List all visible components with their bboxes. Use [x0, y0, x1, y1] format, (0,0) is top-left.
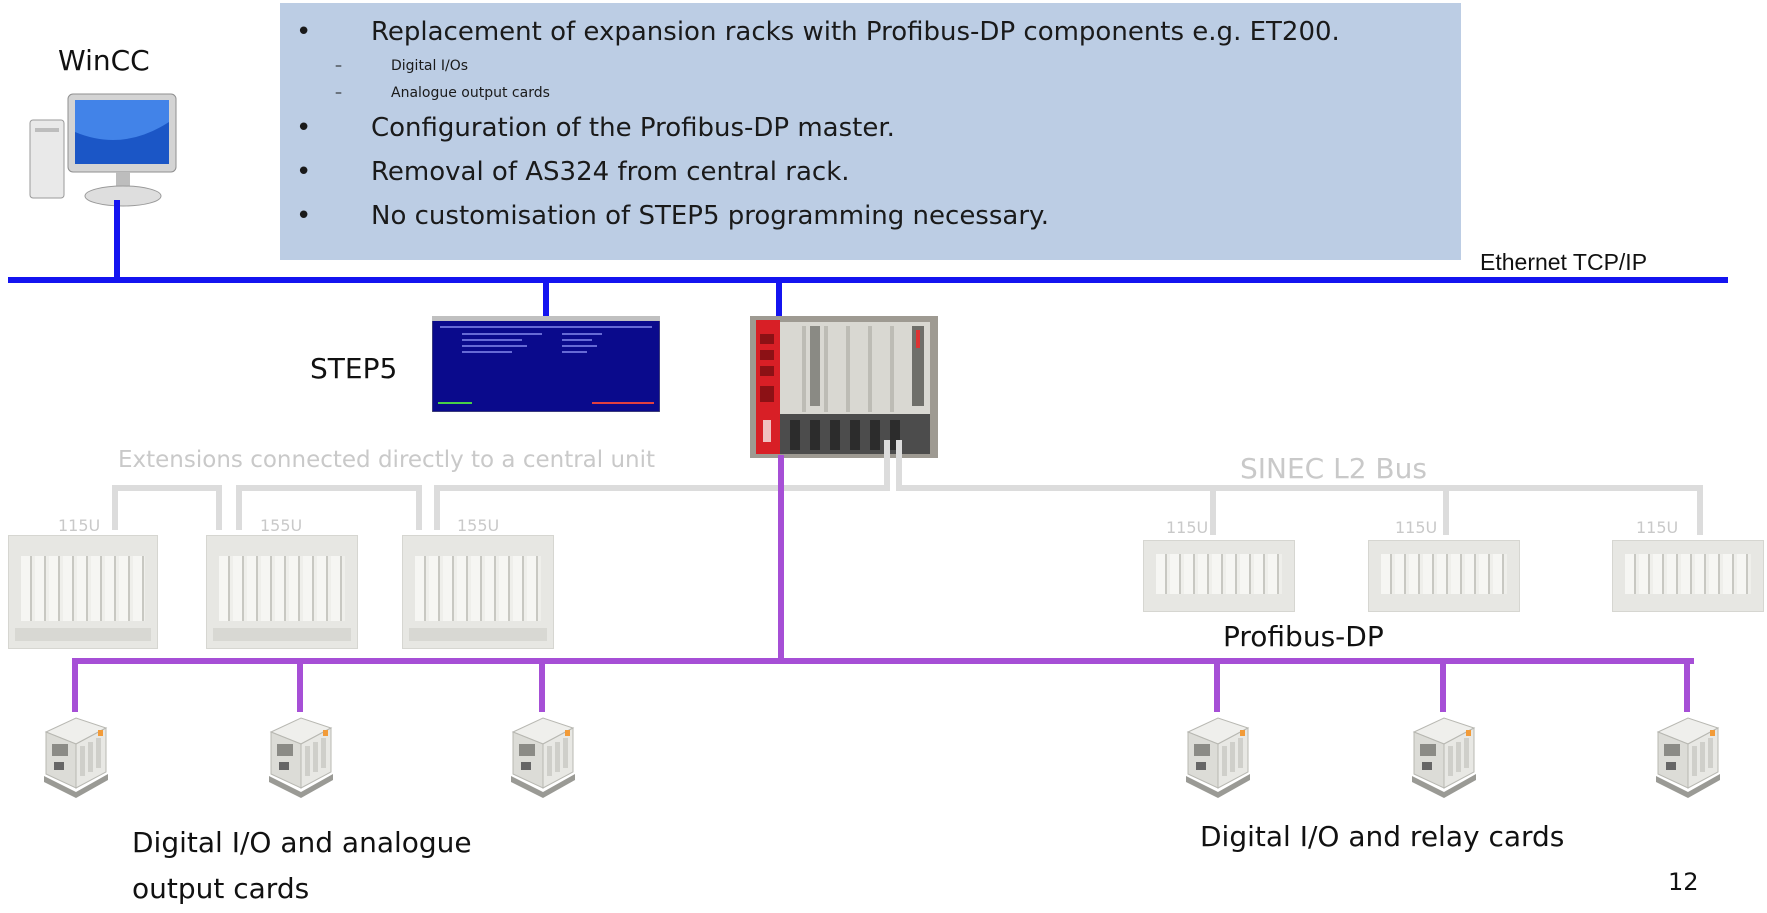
step5-label: STEP5 [310, 352, 398, 385]
wincc-label: WinCC [58, 44, 150, 77]
rack-photo-155u [206, 535, 358, 649]
computer-monitor-icon [28, 92, 178, 210]
profibus-drop [539, 660, 545, 712]
sinec-drop-central [896, 440, 902, 490]
sub-bullet-text: Analogue output cards [391, 85, 550, 101]
extension-link-line [434, 485, 890, 491]
sinec-bus-label: SINEC L2 Bus [1240, 452, 1427, 485]
bullet-glyph: • [296, 157, 312, 187]
io-module-icon [268, 717, 334, 799]
ethernet-drop-wincc [114, 200, 120, 280]
sub-bullet-text: Digital I/Os [391, 58, 469, 74]
io-module-icon [1411, 717, 1477, 799]
ethernet-bus-line [8, 277, 1728, 283]
io-module-icon [510, 717, 576, 799]
bullet-text: Configuration of the Profibus-DP master. [371, 113, 895, 143]
central-rack-photo [750, 316, 938, 458]
ethernet-bus-label: Ethernet TCP/IP [1480, 249, 1648, 275]
extension-link-line [884, 440, 890, 490]
extension-link-line [216, 485, 222, 530]
ethernet-drop-step5 [543, 280, 549, 318]
bullet-text: Removal of AS324 from central rack. [371, 157, 850, 187]
sinec-bus-line [896, 485, 1702, 491]
bullet-glyph: • [296, 113, 312, 143]
sinec-drop [1697, 485, 1703, 535]
extension-link-line [112, 485, 118, 530]
profibus-label: Profibus-DP [1223, 620, 1384, 653]
rack-photo-155u [402, 535, 554, 649]
rack-label: 155U [457, 516, 500, 535]
profibus-bus-line [72, 658, 1694, 664]
bullet-glyph: • [296, 201, 312, 231]
extension-link-line [416, 485, 422, 530]
io-module-icon [1185, 717, 1251, 799]
profibus-drop [1214, 660, 1220, 712]
profibus-drop [297, 660, 303, 712]
dash-glyph: – [335, 85, 342, 101]
rack-photo-115u [1143, 540, 1295, 612]
extensions-caption: Extensions connected directly to a centr… [118, 447, 656, 473]
bullet-text: Replacement of expansion racks with Prof… [371, 17, 1340, 47]
rack-label: 115U [1395, 518, 1438, 537]
rack-label: 155U [260, 516, 303, 535]
extension-link-line [236, 485, 242, 530]
page-number: 12 [1668, 868, 1699, 896]
profibus-drop [1684, 660, 1690, 712]
profibus-drop-central [778, 455, 784, 663]
sinec-drop [1443, 485, 1449, 535]
io-module-icon [1655, 717, 1721, 799]
bullet-text: No customisation of STEP5 programming ne… [371, 201, 1049, 231]
rack-photo-115u [8, 535, 158, 649]
bullet-glyph: • [296, 17, 312, 47]
step5-screen-icon [431, 315, 661, 413]
info-box: • Replacement of expansion racks with Pr… [280, 3, 1461, 260]
profibus-drop [72, 660, 78, 712]
sinec-drop [1210, 485, 1216, 535]
extension-link-line [112, 485, 216, 491]
rack-label: 115U [1636, 518, 1679, 537]
rack-label: 115U [58, 516, 101, 535]
rack-photo-115u [1612, 540, 1764, 612]
rack-label: 115U [1166, 518, 1209, 537]
rack-photo-115u [1368, 540, 1520, 612]
io-group-right: Digital I/O and relay cards [1200, 820, 1565, 853]
dash-glyph: – [335, 58, 342, 74]
ethernet-drop-central [776, 280, 782, 318]
io-module-icon [43, 717, 109, 799]
extension-link-line [236, 485, 422, 491]
extension-link-line [434, 485, 440, 530]
io-group-left-line2: output cards [132, 872, 310, 905]
io-group-left-line1: Digital I/O and analogue [132, 826, 472, 859]
profibus-drop [1440, 660, 1446, 712]
